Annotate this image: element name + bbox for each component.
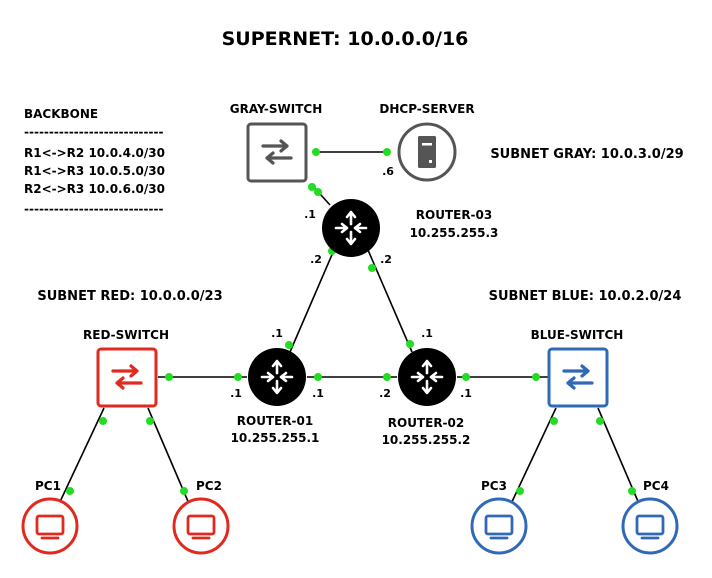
- device-label: PC1: [35, 479, 61, 493]
- link-router03-router01: [289, 249, 335, 353]
- port-label: .1: [460, 387, 472, 400]
- red-switch[interactable]: RED-SWITCH: [83, 328, 169, 408]
- backbone-link: R2<->R3 10.0.6.0/30: [24, 182, 165, 196]
- port-dot: [234, 373, 242, 381]
- subnet-gray-label: SUBNET GRAY: 10.0.3.0/29: [490, 147, 683, 162]
- port-dot: [66, 487, 74, 495]
- port-dot: [146, 417, 154, 425]
- server-led: [429, 160, 432, 163]
- port-label: .2: [379, 387, 391, 400]
- pc2[interactable]: PC2: [172, 479, 230, 555]
- router-02[interactable]: ROUTER-02 10.255.255.2: [382, 348, 471, 447]
- router-name: ROUTER-01: [237, 414, 314, 428]
- router-01[interactable]: ROUTER-01 10.255.255.1: [231, 348, 320, 445]
- device-label: GRAY-SWITCH: [230, 102, 323, 116]
- port-label: .6: [382, 165, 394, 178]
- subnet-red-label: SUBNET RED: 10.0.0.0/23: [37, 289, 222, 304]
- backbone-separator: ----------------------------: [24, 202, 163, 216]
- pc4[interactable]: PC4: [621, 479, 679, 555]
- server-slot: [422, 143, 432, 146]
- port-label: .1: [271, 327, 283, 340]
- backbone-link: R1<->R2 10.0.4.0/30: [24, 146, 165, 160]
- monitor-icon: [21, 497, 79, 555]
- backbone-heading: BACKBONE: [24, 107, 98, 121]
- port-dot: [628, 487, 636, 495]
- backbone-legend: BACKBONE ---------------------------- R1…: [24, 107, 165, 216]
- router-name: ROUTER-02: [388, 416, 465, 430]
- device-label: BLUE-SWITCH: [531, 328, 624, 342]
- port-dot: [165, 373, 173, 381]
- port-labels: .6 .1 .2 .2 .1 .1 .1 .1 .2 .1: [230, 165, 472, 400]
- switch-icon: [246, 122, 308, 183]
- device-label: PC2: [196, 479, 222, 493]
- port-label: .2: [380, 253, 392, 266]
- device-label: RED-SWITCH: [83, 328, 169, 342]
- port-dot: [314, 373, 322, 381]
- port-label: .1: [304, 208, 316, 221]
- router-icon: [322, 199, 380, 257]
- port-dot: [285, 341, 293, 349]
- pc1[interactable]: PC1: [21, 479, 79, 555]
- port-dot: [312, 148, 320, 156]
- monitor-icon: [470, 497, 528, 555]
- gray-switch[interactable]: GRAY-SWITCH: [230, 102, 323, 183]
- port-dot: [383, 148, 391, 156]
- pc3[interactable]: PC3: [470, 479, 528, 555]
- port-dot: [532, 373, 540, 381]
- server-body: [418, 136, 436, 168]
- page-title: SUPERNET: 10.0.0.0/16: [222, 28, 469, 50]
- router-icon: [398, 348, 456, 406]
- router-ip: 10.255.255.2: [382, 433, 471, 447]
- port-dot: [99, 417, 107, 425]
- subnet-blue-label: SUBNET BLUE: 10.0.2.0/24: [489, 289, 682, 304]
- port-dot: [308, 183, 316, 191]
- device-label: DHCP-SERVER: [379, 102, 474, 116]
- monitor-icon: [621, 497, 679, 555]
- blue-switch[interactable]: BLUE-SWITCH: [531, 328, 624, 408]
- link-redswitch-pc1: [57, 407, 105, 507]
- dhcp-server[interactable]: DHCP-SERVER: [379, 102, 475, 182]
- router-icon: [248, 348, 306, 406]
- router-ip: 10.255.255.3: [410, 226, 499, 240]
- device-label: PC3: [481, 479, 507, 493]
- port-dot: [368, 264, 376, 272]
- device-label: PC4: [643, 479, 669, 493]
- router-name: ROUTER-03: [416, 208, 493, 222]
- port-dot: [406, 340, 414, 348]
- router-ip: 10.255.255.1: [231, 431, 320, 445]
- port-dot: [550, 417, 558, 425]
- backbone-separator: ----------------------------: [24, 125, 163, 139]
- port-dot: [180, 487, 188, 495]
- monitor-icon: [172, 497, 230, 555]
- port-label: .1: [421, 327, 433, 340]
- port-dot: [314, 188, 322, 196]
- port-dot: [383, 373, 391, 381]
- switch-icon: [96, 347, 158, 408]
- port-dot: [462, 373, 470, 381]
- port-dot: [516, 487, 524, 495]
- backbone-link: R1<->R3 10.0.5.0/30: [24, 164, 165, 178]
- router-03[interactable]: ROUTER-03 10.255.255.3: [322, 199, 498, 257]
- port-label: .1: [230, 387, 242, 400]
- port-dot: [596, 417, 604, 425]
- port-label: .1: [312, 387, 324, 400]
- port-label: .2: [310, 253, 322, 266]
- switch-icon: [547, 347, 609, 408]
- link-endpoints: [66, 148, 636, 495]
